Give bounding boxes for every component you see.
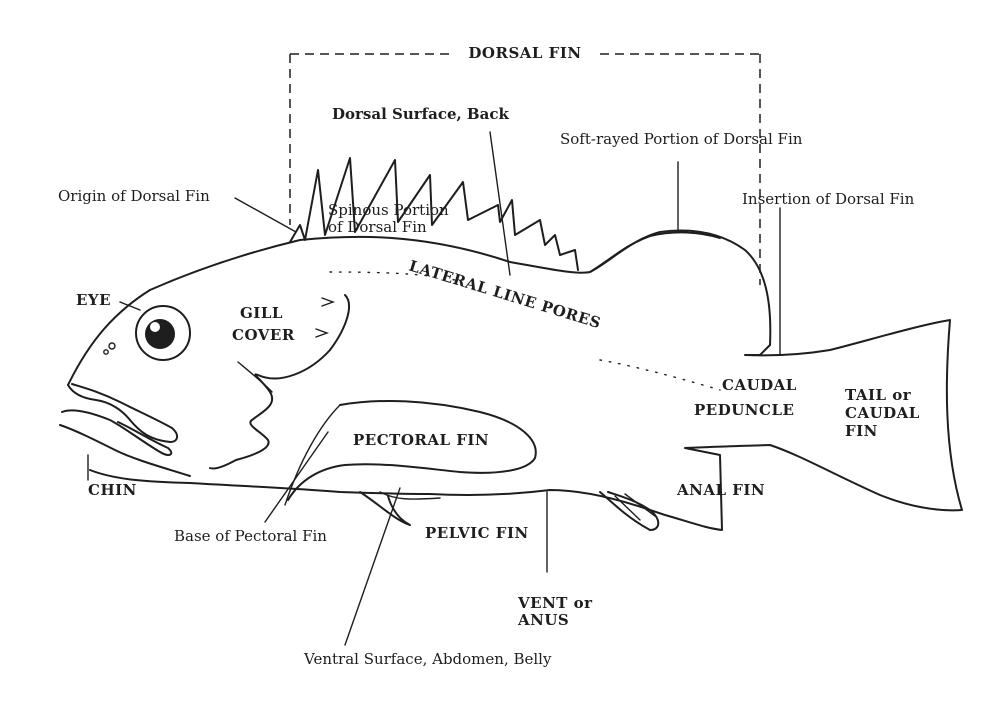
chin-outline [59,424,191,477]
body-upper-outline [67,229,963,531]
tail-label-3: FIN [845,422,878,440]
pelvic-fin-label: PELVIC FIN [425,524,529,542]
lower-jaw-outline [61,409,173,456]
caudal-peduncle-label-1: CAUDAL [722,376,797,394]
tail-label-1: TAIL or [845,386,912,404]
lateral-line-dots [329,271,721,391]
gill-cover-label-1: GILL [240,304,283,322]
mouth-outline [67,383,178,443]
lateral-line-label: LATERAL LINE PORES [407,257,603,333]
soft-rayed-dorsal-fin [589,231,721,273]
spinous-portion-label-1: Spinous Portion [328,201,449,219]
fish-body [59,229,963,531]
pectoral-fin-outline [287,400,537,501]
gill-cover-outline [209,294,350,470]
leader-lines [87,131,781,646]
insertion-dorsal-label: Insertion of Dorsal Fin [742,190,915,208]
soft-rayed-label: Soft-rayed Portion of Dorsal Fin [560,130,803,148]
caudal-peduncle-label-2: PEDUNCLE [694,401,794,419]
gill-cover-label-2: COVER [232,326,295,344]
dorsal-fin-label: DORSAL FIN [468,44,581,62]
chin-label: CHIN [88,481,137,499]
anal-fin-label: ANAL FIN [676,481,765,499]
pelvic-fin-outline [359,491,411,526]
tail-label-2: CAUDAL [845,404,920,422]
spinous-dorsal-fin [289,157,579,271]
ventral-surface-label: Ventral Surface, Abdomen, Belly [303,650,552,668]
origin-dorsal-label: Origin of Dorsal Fin [58,187,210,205]
base-pectoral-label: Base of Pectoral Fin [174,527,327,545]
dorsal-fin-bracket [289,53,761,285]
eye [103,305,191,361]
spinous-portion-label-2: of Dorsal Fin [328,218,427,236]
anal-fin-outline [599,491,660,531]
eye-label: EYE [76,291,111,309]
gill-cover-arrows [315,297,336,338]
vent-label-2: ANUS [517,611,569,629]
pectoral-fin-label: PECTORAL FIN [353,431,489,449]
vent-label-1: VENT or [517,594,593,612]
dorsal-surface-label: Dorsal Surface, Back [332,105,509,123]
